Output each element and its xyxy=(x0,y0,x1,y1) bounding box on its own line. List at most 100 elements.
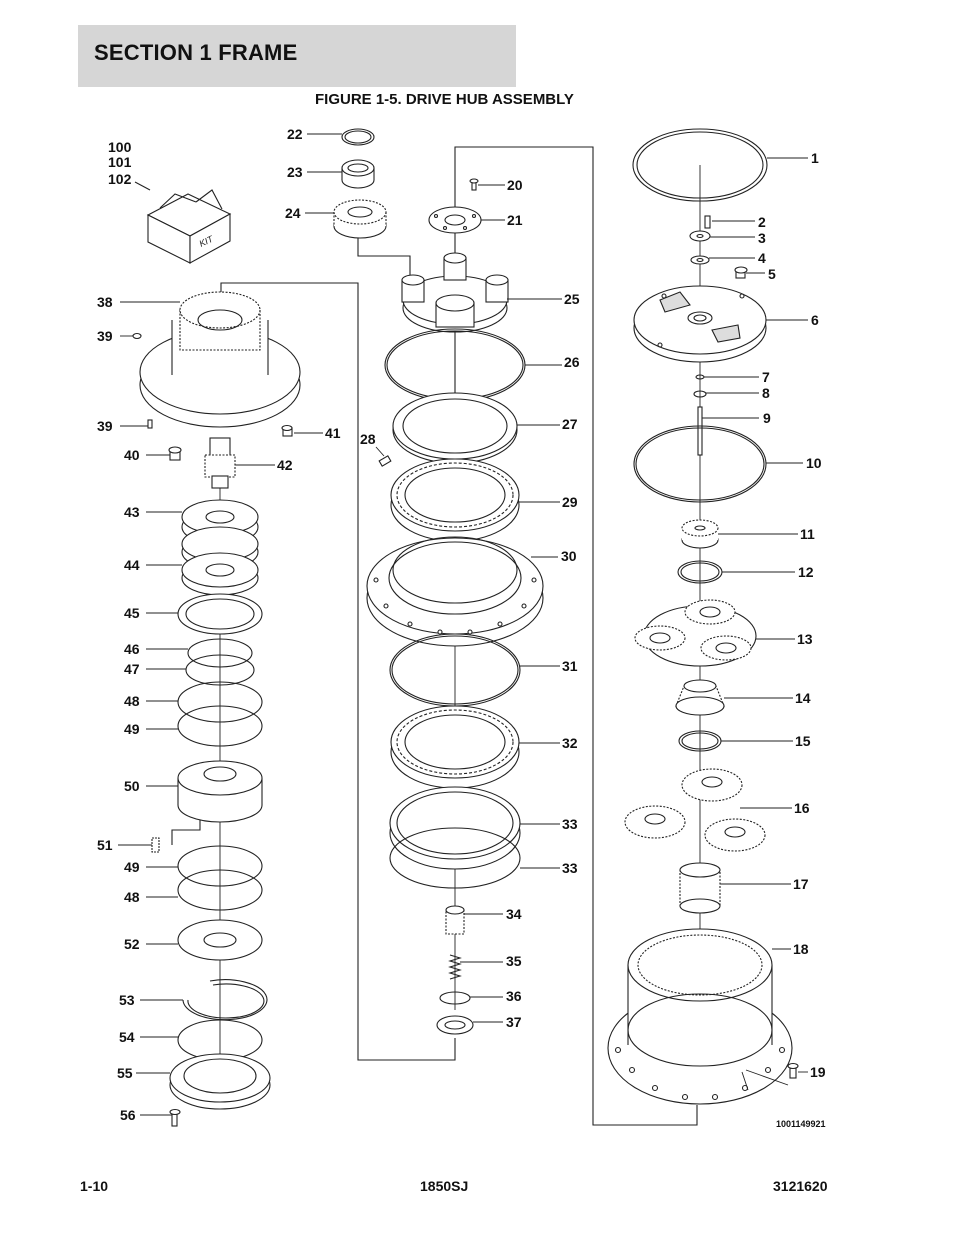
part-50-piston xyxy=(177,760,263,823)
callout-42: 42 xyxy=(277,457,293,473)
callout-53: 53 xyxy=(119,992,135,1008)
callout-55: 55 xyxy=(117,1065,133,1081)
part-36-snap-ring xyxy=(439,991,471,1005)
callout-26: 26 xyxy=(564,354,580,370)
part-52-plate xyxy=(177,919,263,961)
part-48-49-seals-lower xyxy=(177,845,263,911)
callout-27: 27 xyxy=(562,416,578,432)
part-46-47-rings xyxy=(185,638,255,686)
callout-100: 100 xyxy=(108,139,132,155)
part-1-snap-ring xyxy=(632,128,768,202)
part-10-o-ring xyxy=(633,425,767,503)
callout-37: 37 xyxy=(506,1014,522,1030)
callout-12: 12 xyxy=(798,564,814,580)
part-23-spacer xyxy=(341,159,375,189)
callout-43: 43 xyxy=(124,504,140,520)
part-56-bolt xyxy=(169,1108,181,1127)
callout-1: 1 xyxy=(811,150,819,166)
callout-6: 6 xyxy=(811,312,819,328)
drawing-number: 1001149921 xyxy=(776,1119,826,1129)
part-2-3-4-5-hardware xyxy=(689,215,748,279)
section-title: SECTION 1 FRAME xyxy=(94,40,298,65)
callout-44: 44 xyxy=(124,557,140,573)
footer-model: 1850SJ xyxy=(420,1178,469,1194)
part-13-planet-carrier xyxy=(634,599,757,667)
callout-20: 20 xyxy=(507,177,523,193)
callout-11: 11 xyxy=(800,526,815,542)
callout-9: 9 xyxy=(763,410,771,426)
callout-47: 47 xyxy=(124,661,140,677)
callout-32: 32 xyxy=(562,735,578,751)
callout-3: 3 xyxy=(758,230,766,246)
callout-40: 40 xyxy=(124,447,140,463)
part-39-41-fasteners xyxy=(132,332,293,437)
callout-101: 101 xyxy=(108,154,132,170)
callout-22: 22 xyxy=(287,126,303,142)
callout-21: 21 xyxy=(507,212,523,228)
part-22-snap-ring xyxy=(341,128,375,146)
callout-17: 17 xyxy=(793,876,809,892)
part-42-drive-gear xyxy=(204,437,236,489)
part-48-49-seals-upper xyxy=(177,681,263,747)
part-33-seal-lower xyxy=(389,827,521,889)
callout-45: 45 xyxy=(124,605,140,621)
callout-41: 41 xyxy=(325,425,341,441)
callout-46: 46 xyxy=(124,641,140,657)
callout-15: 15 xyxy=(795,733,811,749)
callout-23: 23 xyxy=(287,164,303,180)
callout-39a: 39 xyxy=(97,328,113,344)
callout-52: 52 xyxy=(124,936,140,952)
part-6-cover xyxy=(633,285,767,363)
part-30-hub-flange xyxy=(366,536,544,647)
callout-2: 2 xyxy=(758,214,766,230)
callout-39b: 39 xyxy=(97,418,113,434)
callout-14: 14 xyxy=(795,690,811,706)
callout-35: 35 xyxy=(506,953,522,969)
callout-19: 19 xyxy=(810,1064,826,1080)
part-11-sun-gear xyxy=(681,519,719,549)
footer-manual-number: 3121620 xyxy=(773,1178,828,1194)
callout-36: 36 xyxy=(506,988,522,1004)
part-18-ring-gear-hub xyxy=(607,928,793,1105)
callout-leaders xyxy=(118,133,808,1116)
callout-8: 8 xyxy=(762,385,770,401)
part-24-gear xyxy=(333,199,387,239)
part-17-gear xyxy=(679,862,721,914)
callout-54: 54 xyxy=(119,1029,135,1045)
callout-labels: 1 2 3 4 5 6 7 8 9 10 11 12 13 14 15 16 1… xyxy=(97,126,826,1129)
part-29-bearing xyxy=(390,458,520,542)
part-28-set-screw xyxy=(378,455,392,467)
callout-33b: 33 xyxy=(562,860,578,876)
part-21-plate xyxy=(428,206,482,234)
callout-29: 29 xyxy=(562,494,578,510)
part-53-snap-ring xyxy=(182,979,268,1021)
part-38-spindle xyxy=(139,291,301,428)
part-32-bearing xyxy=(390,705,520,789)
part-45-plate xyxy=(177,593,263,635)
callout-38: 38 xyxy=(97,294,113,310)
callout-16: 16 xyxy=(794,800,810,816)
part-35-spring xyxy=(448,954,462,980)
callout-10: 10 xyxy=(806,455,822,471)
callout-48b: 48 xyxy=(124,889,140,905)
callout-48a: 48 xyxy=(124,693,140,709)
callout-49a: 49 xyxy=(124,721,140,737)
kit-box: KIT xyxy=(134,181,232,264)
part-20-bolt xyxy=(469,178,479,191)
callout-25: 25 xyxy=(564,291,580,307)
part-25-carrier xyxy=(401,252,509,333)
callout-24: 24 xyxy=(285,205,301,221)
callout-31: 31 xyxy=(562,658,578,674)
section-header-band xyxy=(78,25,516,87)
footer-page-number: 1-10 xyxy=(80,1178,109,1194)
part-19-bolt xyxy=(787,1062,799,1079)
part-34-coupling xyxy=(445,905,465,935)
callout-56: 56 xyxy=(120,1107,136,1123)
part-33-seal-upper xyxy=(389,786,521,870)
part-14-bevel-gear xyxy=(675,679,725,716)
part-27-ring xyxy=(392,392,518,464)
part-51-spring xyxy=(151,837,160,853)
callout-49b: 49 xyxy=(124,859,140,875)
callout-51: 51 xyxy=(97,837,113,853)
